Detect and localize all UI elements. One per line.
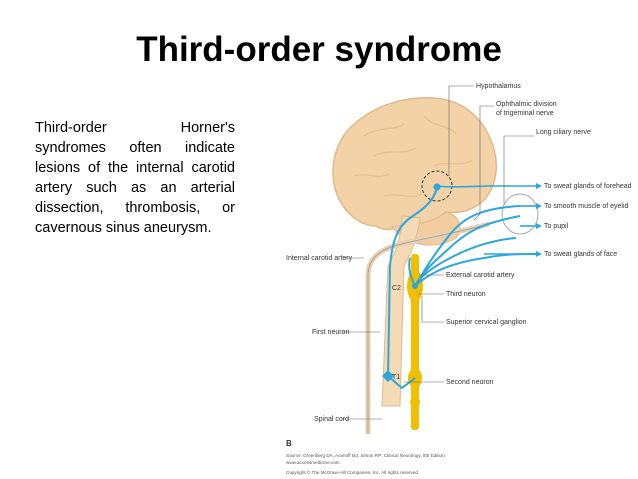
label-second-neuron: Second neuron <box>446 379 494 386</box>
label-smooth-muscle: To smooth muscle of eyelid <box>544 203 629 210</box>
label-sweat-forehead: To sweat glands of forehead <box>544 183 632 190</box>
brain-shape <box>332 97 497 231</box>
brain-folds <box>353 115 473 197</box>
label-first-neuron: First neuron <box>312 329 349 336</box>
label-pupil: To pupil <box>544 223 569 230</box>
label-superior-cervical: Superior cervical ganglion <box>446 319 527 326</box>
slide-body-text: Third-order Horner's syndromes often ind… <box>35 120 235 236</box>
label-t1: T1 <box>392 374 400 381</box>
copyright-line: Copyright © The McGraw-Hill Companies, I… <box>286 469 419 475</box>
label-ophthalmic-1: Ophthalmic division <box>496 101 557 108</box>
source-line-1: Source: Greenberg DA, Aminoff MJ, Simon … <box>286 453 446 458</box>
horner-pathway-diagram: Hypothalamus Ophthalmic division of trig… <box>284 76 638 479</box>
brainstem <box>381 215 421 407</box>
third-neuron-cell <box>412 283 418 289</box>
label-long-ciliary: Long ciliary nerve <box>536 129 591 136</box>
label-ophthalmic-2: of trigeminal nerve <box>496 110 554 117</box>
third-neuron <box>414 237 517 287</box>
label-spinal-cord: Spinal cord <box>314 416 349 423</box>
source-line-2: www.accessmedicine.com <box>286 460 340 465</box>
first-neuron <box>387 186 438 377</box>
second-neuron <box>387 375 416 390</box>
label-external-carotid: External carotid artery <box>446 272 515 279</box>
label-hypothalamus: Hypothalamus <box>476 83 521 90</box>
label-internal-carotid: Internal carotid artery <box>286 255 353 262</box>
label-third-neuron: Third neuron <box>446 291 486 298</box>
label-sweat-face: To sweat glands of face <box>544 251 617 258</box>
eye <box>501 193 539 235</box>
slide-title: Third-order syndrome <box>136 30 502 69</box>
panel-letter: B <box>286 439 292 448</box>
label-c2: C2 <box>392 285 401 292</box>
